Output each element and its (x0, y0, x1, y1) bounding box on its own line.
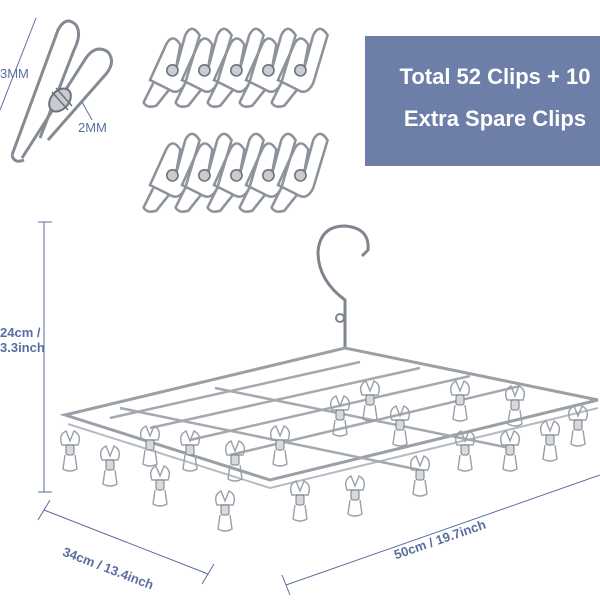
banner-line-2: Extra Spare Clips (403, 106, 587, 131)
clip-wire-label: 2MM (78, 120, 107, 135)
rack-height-label-1: 24cm / (0, 325, 41, 340)
hanging-rack (59, 224, 599, 532)
info-banner: Total 52 Clips + 10 Extra Spare Clips (365, 36, 600, 166)
clip-grid-top (142, 27, 329, 213)
large-clip-icon (0, 17, 113, 163)
banner-line-1: Total 52 Clips + 10 (399, 64, 591, 89)
dimension-lines (37, 221, 600, 596)
clip-length-label: 3MM (0, 66, 29, 81)
rack-height-label-2: 3.3inch (0, 340, 45, 355)
